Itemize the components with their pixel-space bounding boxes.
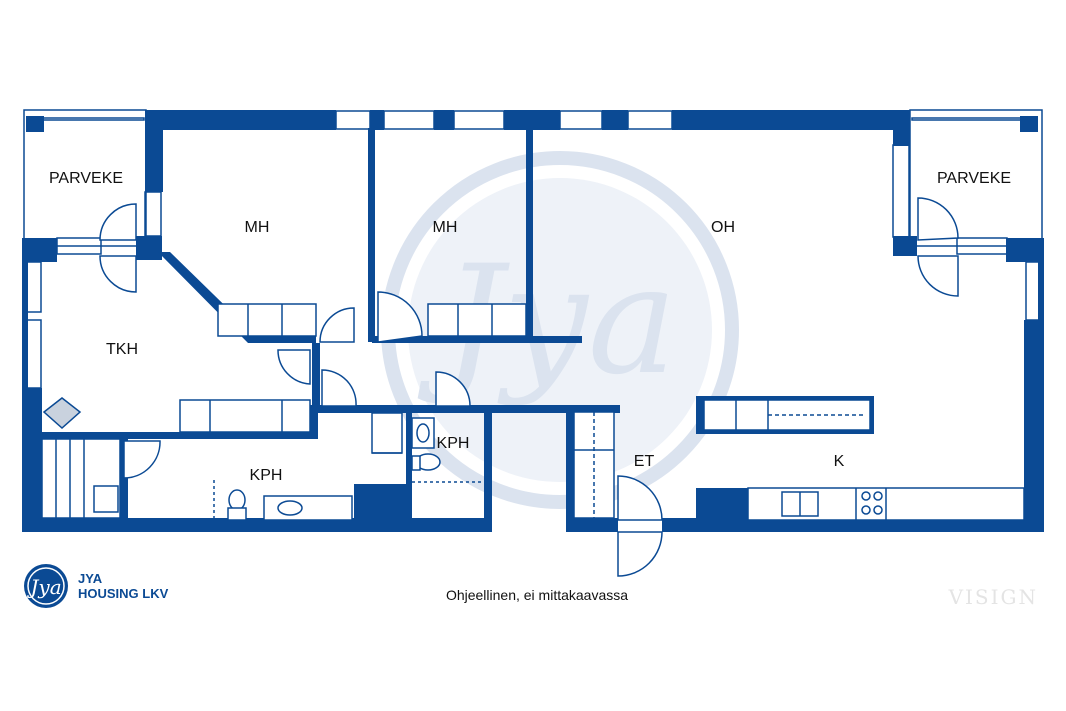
- brand-mark: VISIGN: [948, 585, 1038, 609]
- room-label-mh-2: MH: [433, 219, 458, 236]
- room-label-parveke-left: PARVEKE: [49, 170, 123, 187]
- company-name-line2: HOUSING LKV: [78, 586, 169, 601]
- room-label-parveke-right: PARVEKE: [937, 170, 1011, 187]
- company-name-line1: JYA: [78, 571, 103, 586]
- company-logo: Jya: [24, 564, 68, 608]
- room-label-oh: OH: [711, 219, 735, 236]
- room-label-k: K: [834, 453, 845, 470]
- room-label-et: ET: [634, 453, 655, 470]
- room-label-kph-main: KPH: [250, 467, 283, 484]
- company-logo-mark: Jya: [26, 575, 61, 599]
- doors: [99, 197, 959, 577]
- fixtures: [41, 303, 1025, 521]
- scale-disclaimer: Ohjeellinen, ei mittakaavassa: [446, 587, 628, 603]
- room-label-tkh: TKH: [106, 341, 138, 358]
- room-label-kph-small: KPH: [437, 435, 470, 452]
- room-label-mh-1: MH: [245, 219, 270, 236]
